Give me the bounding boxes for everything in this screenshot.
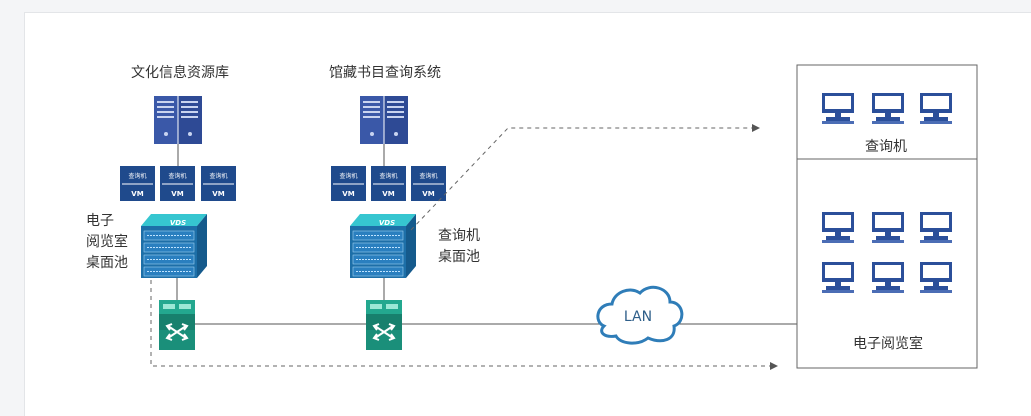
arrow-head: [770, 362, 778, 370]
vm-box: 查询机 VM: [410, 165, 447, 202]
pc-icon: [822, 262, 854, 293]
pc-icon: [920, 93, 952, 124]
lan-label: LAN: [624, 309, 652, 325]
reading-flow-line: [150, 280, 770, 367]
library-label-catalog: 馆藏书目查询系统: [329, 65, 441, 81]
query-terminal-label: 查询机: [865, 139, 907, 155]
svg-text:查询机: 查询机: [379, 172, 397, 180]
svg-text:查询机: 查询机: [168, 172, 186, 180]
svg-text:查询机: 查询机: [339, 172, 357, 180]
pc-icon: [872, 262, 904, 293]
reading-room-box: [796, 158, 978, 369]
server-icon: [359, 95, 409, 145]
vds-icon: VDS: [140, 213, 208, 279]
vm-box: 查询机 VM: [370, 165, 407, 202]
svg-text:查询机: 查询机: [209, 172, 227, 180]
pc-icon: [822, 93, 854, 124]
vm-box: 查询机 VM: [330, 165, 367, 202]
vm-box: 查询机 VM: [200, 165, 237, 202]
lan-cloud: LAN: [596, 285, 684, 345]
pc-icon: [872, 212, 904, 243]
pc-icon: [920, 212, 952, 243]
svg-text:VM: VM: [131, 190, 143, 198]
switch-icon: [365, 299, 403, 351]
svg-text:VM: VM: [382, 190, 394, 198]
cloud-icon: [596, 285, 684, 345]
library-label-culture: 文化信息资源库: [131, 65, 229, 81]
query-flow-line: [410, 127, 752, 231]
svg-text:VM: VM: [212, 190, 224, 198]
pc-icon: [872, 93, 904, 124]
pool-label-query: 查询机 桌面池: [438, 228, 480, 265]
server-icon: [153, 95, 203, 145]
arrow-head: [752, 124, 760, 132]
switch-icon: [158, 299, 196, 351]
svg-text:VDS: VDS: [170, 219, 186, 227]
vm-box: 查询机 VM: [159, 165, 196, 202]
reading-room-label: 电子阅览室: [853, 336, 923, 352]
vds-icon: VDS: [349, 213, 417, 279]
pool-label-reading: 电子 阅览室 桌面池: [86, 213, 128, 271]
svg-text:VDS: VDS: [379, 219, 395, 227]
svg-text:VM: VM: [171, 190, 183, 198]
svg-text:查询机: 查询机: [128, 172, 146, 180]
svg-text:查询机: 查询机: [419, 172, 437, 180]
pc-icon: [920, 262, 952, 293]
vm-box: 查询机 VM: [119, 165, 156, 202]
svg-text:VM: VM: [342, 190, 354, 198]
svg-text:VM: VM: [422, 190, 434, 198]
pc-icon: [822, 212, 854, 243]
